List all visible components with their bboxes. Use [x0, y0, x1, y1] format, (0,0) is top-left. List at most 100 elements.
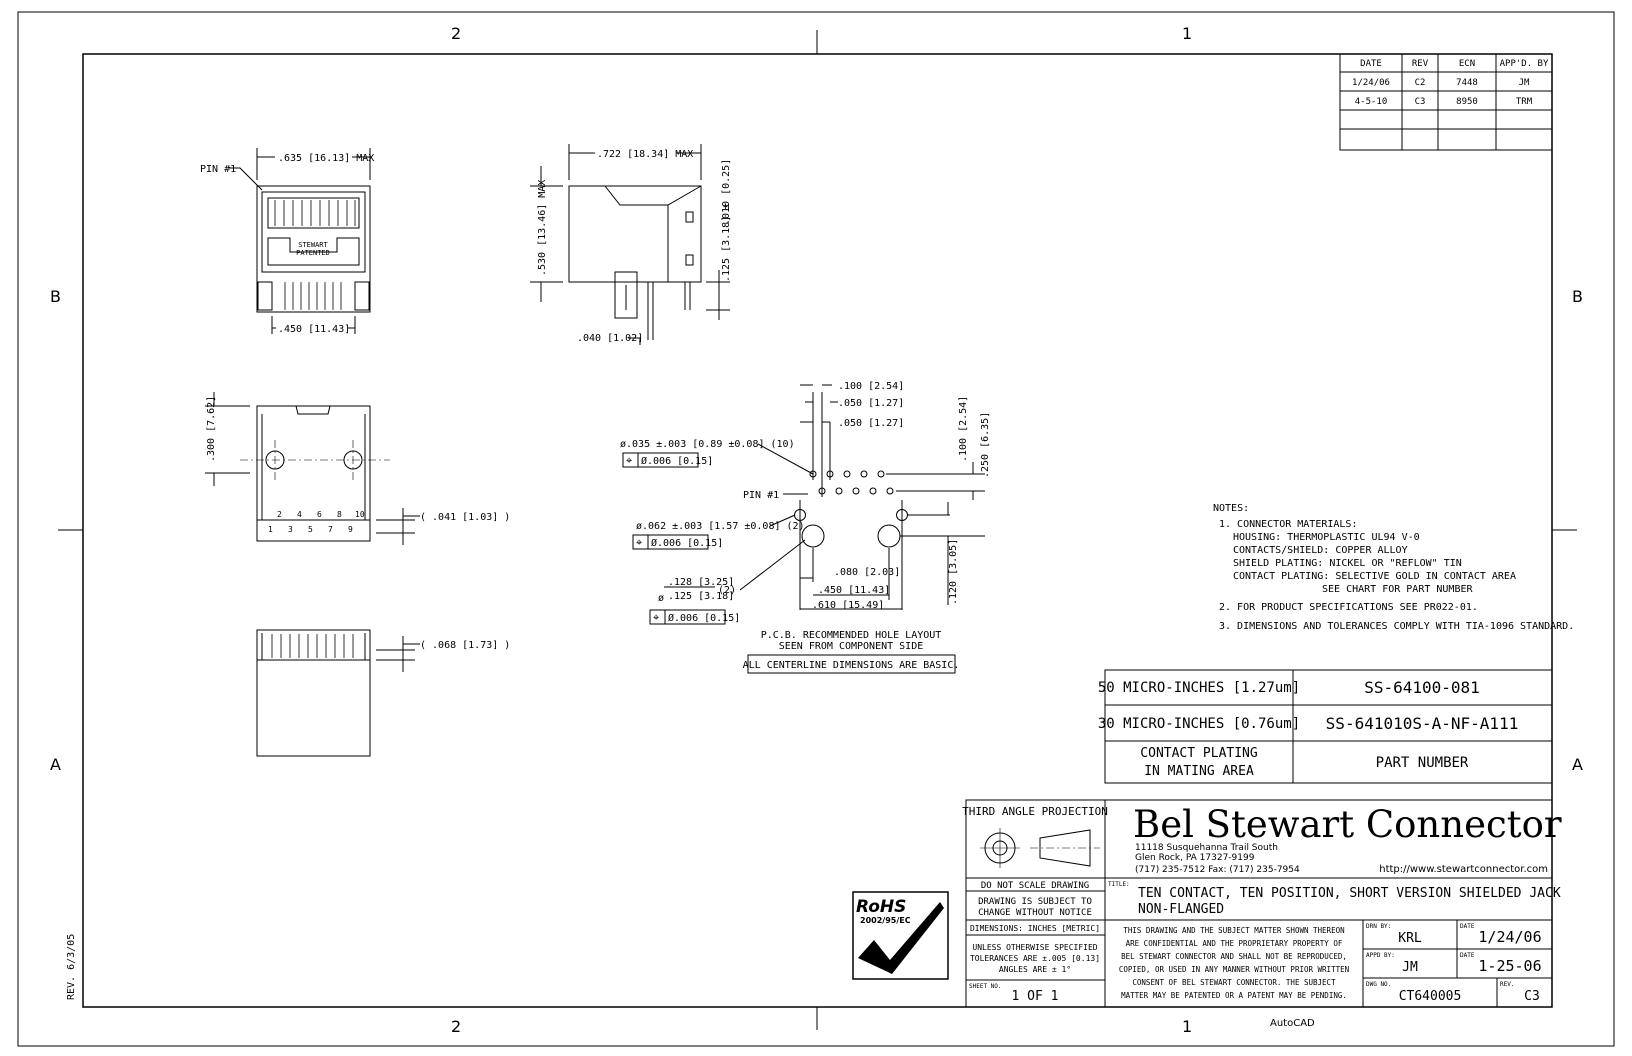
subject-change-2: CHANGE WITHOUT NOTICE	[978, 908, 1092, 918]
bottom-pin-label-8: 8	[337, 510, 342, 519]
pcb-hole-large-top: .128 [3.25]	[668, 577, 734, 588]
drawing-title-2: NON-FLANGED	[1138, 902, 1224, 917]
side-pin-dim-010: .010 [0.25]	[721, 159, 732, 225]
title-label: TITLE:	[1108, 881, 1130, 888]
pcb-caption-2: SEEN FROM COMPONENT SIDE	[779, 641, 924, 652]
do-not-scale: DO NOT SCALE DRAWING	[981, 881, 1089, 891]
pcb-hole-mid-spec: ø.062 ±.003 [1.57 ±0.08] (2)	[636, 521, 805, 532]
approved-by: JM	[1402, 960, 1418, 975]
front-width-dim: .635 [16.13] MAX	[278, 153, 374, 164]
pcb-dim-610: .610 [15.49]	[812, 600, 884, 611]
rev-header-date: DATE	[1360, 59, 1382, 69]
pcb-dim-080: .080 [2.03]	[834, 567, 900, 578]
side-pin-dim-125: .125 [3.18] ±	[721, 204, 732, 282]
company-url: http://www.stewartconnector.com	[1379, 864, 1548, 875]
approved-date: 1-25-06	[1478, 957, 1541, 975]
rev-row1-date: 1/24/06	[1352, 78, 1390, 88]
bottom-view: .300 [7.62] ( .041 [1.03] ) 2 4 6 8 10 1…	[205, 392, 510, 545]
pcb-note-basic: ALL CENTERLINE DIMENSIONS ARE BASIC.	[743, 660, 960, 671]
tolerance-3: ANGLES ARE ± 1°	[999, 965, 1071, 974]
confidential-line-2: ARE CONFIDENTIAL AND THE PROPRIETARY PRO…	[1126, 939, 1343, 948]
drawn-date: 1/24/06	[1478, 928, 1541, 946]
plating-50-label: 50 MICRO-INCHES [1.27um]	[1098, 680, 1300, 696]
company-address-2: Glen Rock, PA 17327-9199	[1135, 853, 1255, 863]
contact-plating-label-2: IN MATING AREA	[1144, 764, 1254, 779]
zone-label-left-b: B	[50, 287, 61, 306]
notes-line-8: 3. DIMENSIONS AND TOLERANCES COMPLY WITH…	[1219, 621, 1574, 632]
zone-label-bottom-left: 2	[451, 1017, 461, 1036]
zone-label-right-b: B	[1572, 287, 1583, 306]
drawn-by-label: DRN BY:	[1366, 923, 1391, 930]
notes-block: NOTES: 1. CONNECTOR MATERIALS: HOUSING: …	[1213, 503, 1574, 632]
revision-label: REV.	[1500, 981, 1514, 988]
pcb-hole-small-spec: ø.035 ±.003 [0.89 ±0.08] (10)	[620, 439, 795, 450]
front-view: PIN #1 .635 [16.13] MAX .450 [11.43] STE…	[200, 148, 374, 335]
rev-header-rev: REV	[1412, 59, 1429, 69]
confidential-line-6: MATTER MAY BE PATENTED OR A PATENT MAY B…	[1121, 991, 1347, 1000]
pcb-caption-1: P.C.B. RECOMMENDED HOLE LAYOUT	[761, 630, 942, 641]
position-tolerance-icon-2: ⌖	[636, 536, 642, 549]
bottom-right-dim: ( .041 [1.03] )	[420, 512, 510, 523]
confidential-line-1: THIS DRAWING AND THE SUBJECT MATTER SHOW…	[1123, 926, 1344, 935]
pcb-dim-top-100: .100 [2.54]	[838, 381, 904, 392]
bottom-pin-label-1: 1	[268, 525, 273, 534]
zone-label-left-a: A	[50, 755, 61, 774]
notes-line-1: 1. CONNECTOR MATERIALS:	[1219, 519, 1357, 530]
front-inner-dim: .450 [11.43]	[278, 324, 350, 335]
date-label-1: DATE	[1460, 923, 1475, 930]
zone-label-top-left: 2	[451, 24, 461, 43]
rev-row2-appd: TRM	[1516, 97, 1533, 107]
notes-heading: NOTES:	[1213, 503, 1249, 514]
rev-row1-ecn: 7448	[1456, 78, 1478, 88]
rev-row1-appd: JM	[1519, 78, 1530, 88]
side-height-dim: .530 [13.46] MAX	[537, 180, 548, 276]
part-number-50: SS-64100-081	[1364, 678, 1480, 697]
notes-line-7: 2. FOR PRODUCT SPECIFICATIONS SEE PR022-…	[1219, 602, 1478, 613]
tolerance-1: UNLESS OTHERWISE SPECIFIED	[972, 943, 1097, 952]
bottom-pin-label-9: 9	[348, 525, 353, 534]
side-revision-stamp: REV. 6/3/05	[66, 934, 77, 1000]
bottom-pin-label-3: 3	[288, 525, 293, 534]
position-tolerance-icon-1: ⌖	[626, 454, 632, 467]
plating-30-label: 30 MICRO-INCHES [0.76um]	[1098, 716, 1300, 732]
position-tolerance-icon-3: ⌖	[653, 611, 659, 624]
rev-header-ecn: ECN	[1459, 59, 1475, 69]
bottom-pin-label-6: 6	[317, 510, 322, 519]
notes-line-3: CONTACTS/SHIELD: COPPER ALLOY	[1233, 545, 1408, 556]
rohs-logo: RoHS 2002/95/EC	[852, 891, 949, 980]
front-stamp-stewart: STEWART	[298, 241, 328, 249]
confidential-line-5: CONSENT OF BEL STEWART CONNECTOR. THE SU…	[1132, 978, 1336, 987]
company-name: Bel Stewart Connector	[1133, 803, 1562, 846]
rev-header-appd: APP'D. BY	[1500, 59, 1549, 69]
company-address-1: 11118 Susquehanna Trail South	[1135, 843, 1278, 853]
tolerance-2: TOLERANCES ARE ±.005 [0.13]	[970, 954, 1100, 963]
pcb-dim-top-050b: .050 [1.27]	[838, 418, 904, 429]
bottom-pin-label-2: 2	[277, 510, 282, 519]
title-block: THIRD ANGLE PROJECTION Bel Stewart Conne…	[962, 799, 1562, 1008]
front-pin1-label: PIN #1	[200, 164, 236, 175]
bottom-pin-label-5: 5	[308, 525, 313, 534]
drawing-number-label: DWG NO.	[1366, 981, 1391, 988]
rohs-title: RoHS	[856, 897, 906, 917]
rev-row2-date: 4-5-10	[1355, 97, 1388, 107]
rohs-directive: 2002/95/EC	[860, 916, 911, 925]
rev-row1-rev: C2	[1415, 78, 1426, 88]
contact-plating-label-1: CONTACT PLATING	[1140, 746, 1258, 761]
pcb-dim-right-100: .100 [2.54]	[958, 396, 969, 462]
pcb-hole-large-prefix: ø	[658, 593, 664, 604]
revision-table: DATE REV ECN APP'D. BY 1/24/06 C2 7448 J…	[1339, 53, 1553, 151]
subject-change-1: DRAWING IS SUBJECT TO	[978, 897, 1092, 907]
side-tail-dim: .040 [1.02]	[577, 333, 643, 344]
front-stamp-patented: PATENTED	[296, 249, 330, 257]
pcb-tol-large: Ø.006 [0.15]	[668, 612, 740, 624]
rear-view: ( .068 [1.73] )	[256, 629, 510, 757]
sheet-label: SHEET NO.	[969, 983, 1002, 990]
side-width-dim: .722 [18.34] MAX	[597, 149, 693, 160]
dimensions-units: DIMENSIONS: INCHES [METRIC]	[970, 924, 1100, 933]
autocad-label: AutoCAD	[1270, 1018, 1315, 1029]
zone-label-bottom-right: 1	[1182, 1017, 1192, 1036]
sheet-number: 1 OF 1	[1012, 989, 1059, 1004]
notes-line-5: CONTACT PLATING: SELECTIVE GOLD IN CONTA…	[1233, 571, 1516, 582]
pcb-dim-right-250: .250 [6.35]	[980, 412, 991, 478]
